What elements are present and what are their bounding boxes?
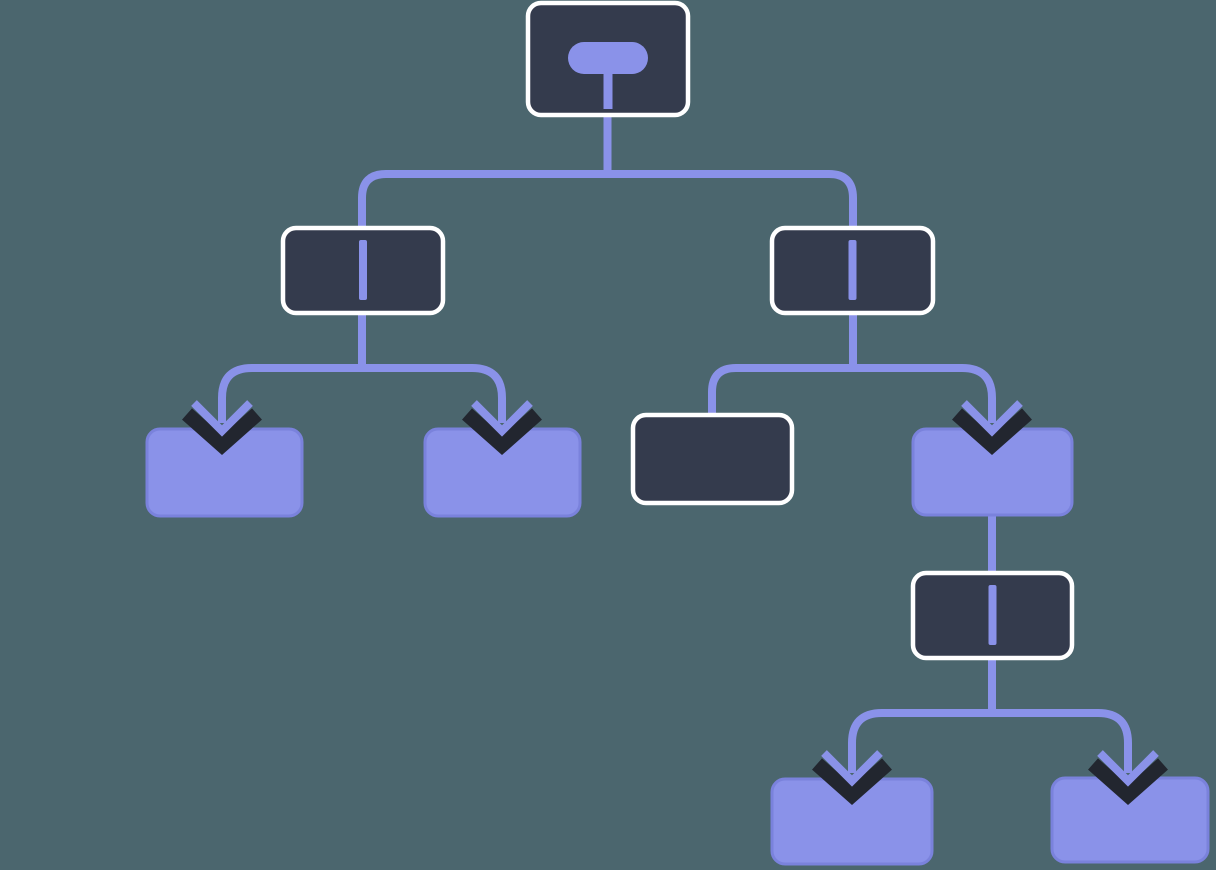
pass-through-line-icon xyxy=(988,585,997,645)
chevron-down-purple-icon xyxy=(191,400,253,437)
edge-right-split xyxy=(708,364,996,423)
edge-level1-split xyxy=(358,170,857,230)
node-branch-right[interactable] xyxy=(769,225,936,316)
arrowhead-leaf-left-1 xyxy=(182,400,262,456)
chevron-down-dark-icon xyxy=(462,408,542,456)
edge-left-split xyxy=(218,364,506,423)
node-branch-right-sub[interactable] xyxy=(910,570,1075,661)
chevron-down-purple-icon xyxy=(821,750,883,787)
chevron-down-purple-icon xyxy=(961,400,1023,437)
root-node-icon xyxy=(568,42,648,109)
node-branch-left[interactable] xyxy=(280,225,446,316)
pass-through-line-icon xyxy=(848,240,857,300)
arrowhead-leaf-left-2 xyxy=(462,400,542,456)
chevron-down-purple-icon xyxy=(471,400,533,437)
chevron-down-purple-icon xyxy=(1097,750,1159,787)
node-root[interactable] xyxy=(525,0,691,118)
arrowhead-child-right-2 xyxy=(952,400,1032,456)
chevron-down-dark-icon xyxy=(812,758,892,806)
arrowhead-leaf-bottom-2 xyxy=(1088,750,1168,806)
edge-bottom-split xyxy=(848,709,1132,773)
chevron-down-dark-icon xyxy=(1088,758,1168,806)
chevron-down-dark-icon xyxy=(182,408,262,456)
chevron-down-dark-icon xyxy=(952,408,1032,456)
pass-through-line-icon xyxy=(359,240,367,300)
node-body-child-right-1[interactable] xyxy=(630,412,795,506)
node-child-right-1[interactable] xyxy=(630,412,795,506)
arrowhead-leaf-bottom-1 xyxy=(812,750,892,806)
